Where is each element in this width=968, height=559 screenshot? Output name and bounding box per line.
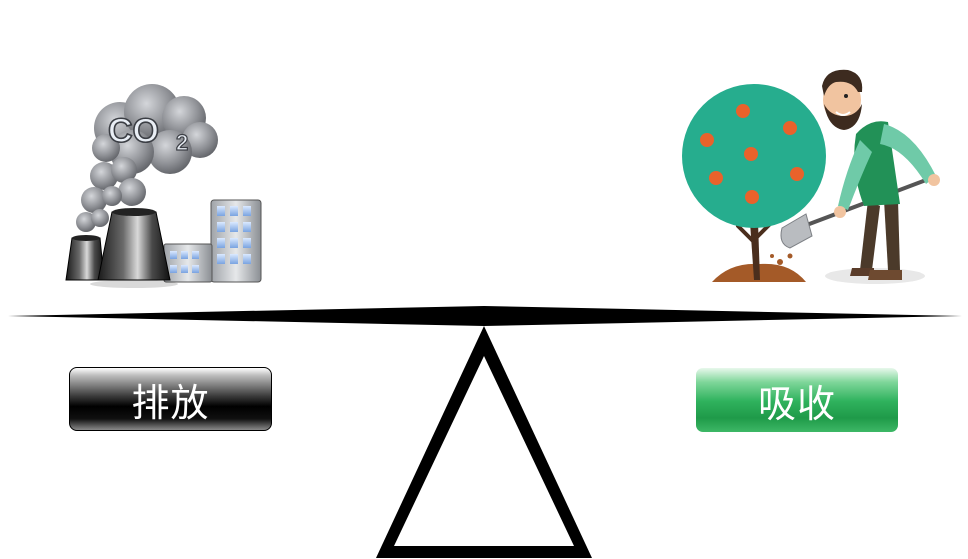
factory-co2-icon: CO 2 (65, 84, 262, 288)
office-building (210, 199, 262, 283)
emission-label: 排放 (69, 367, 272, 431)
cooling-towers (65, 208, 178, 288)
low-building (163, 243, 213, 283)
absorption-label: 吸收 (696, 368, 898, 432)
smoke-puffs (76, 157, 146, 232)
co2-text: CO (108, 112, 159, 150)
fulcrum (376, 326, 592, 558)
balance-beam (8, 306, 962, 326)
co2-cloud: CO 2 (92, 84, 218, 174)
person-planting-tree-icon (682, 69, 940, 284)
co2-subscript: 2 (176, 130, 188, 155)
